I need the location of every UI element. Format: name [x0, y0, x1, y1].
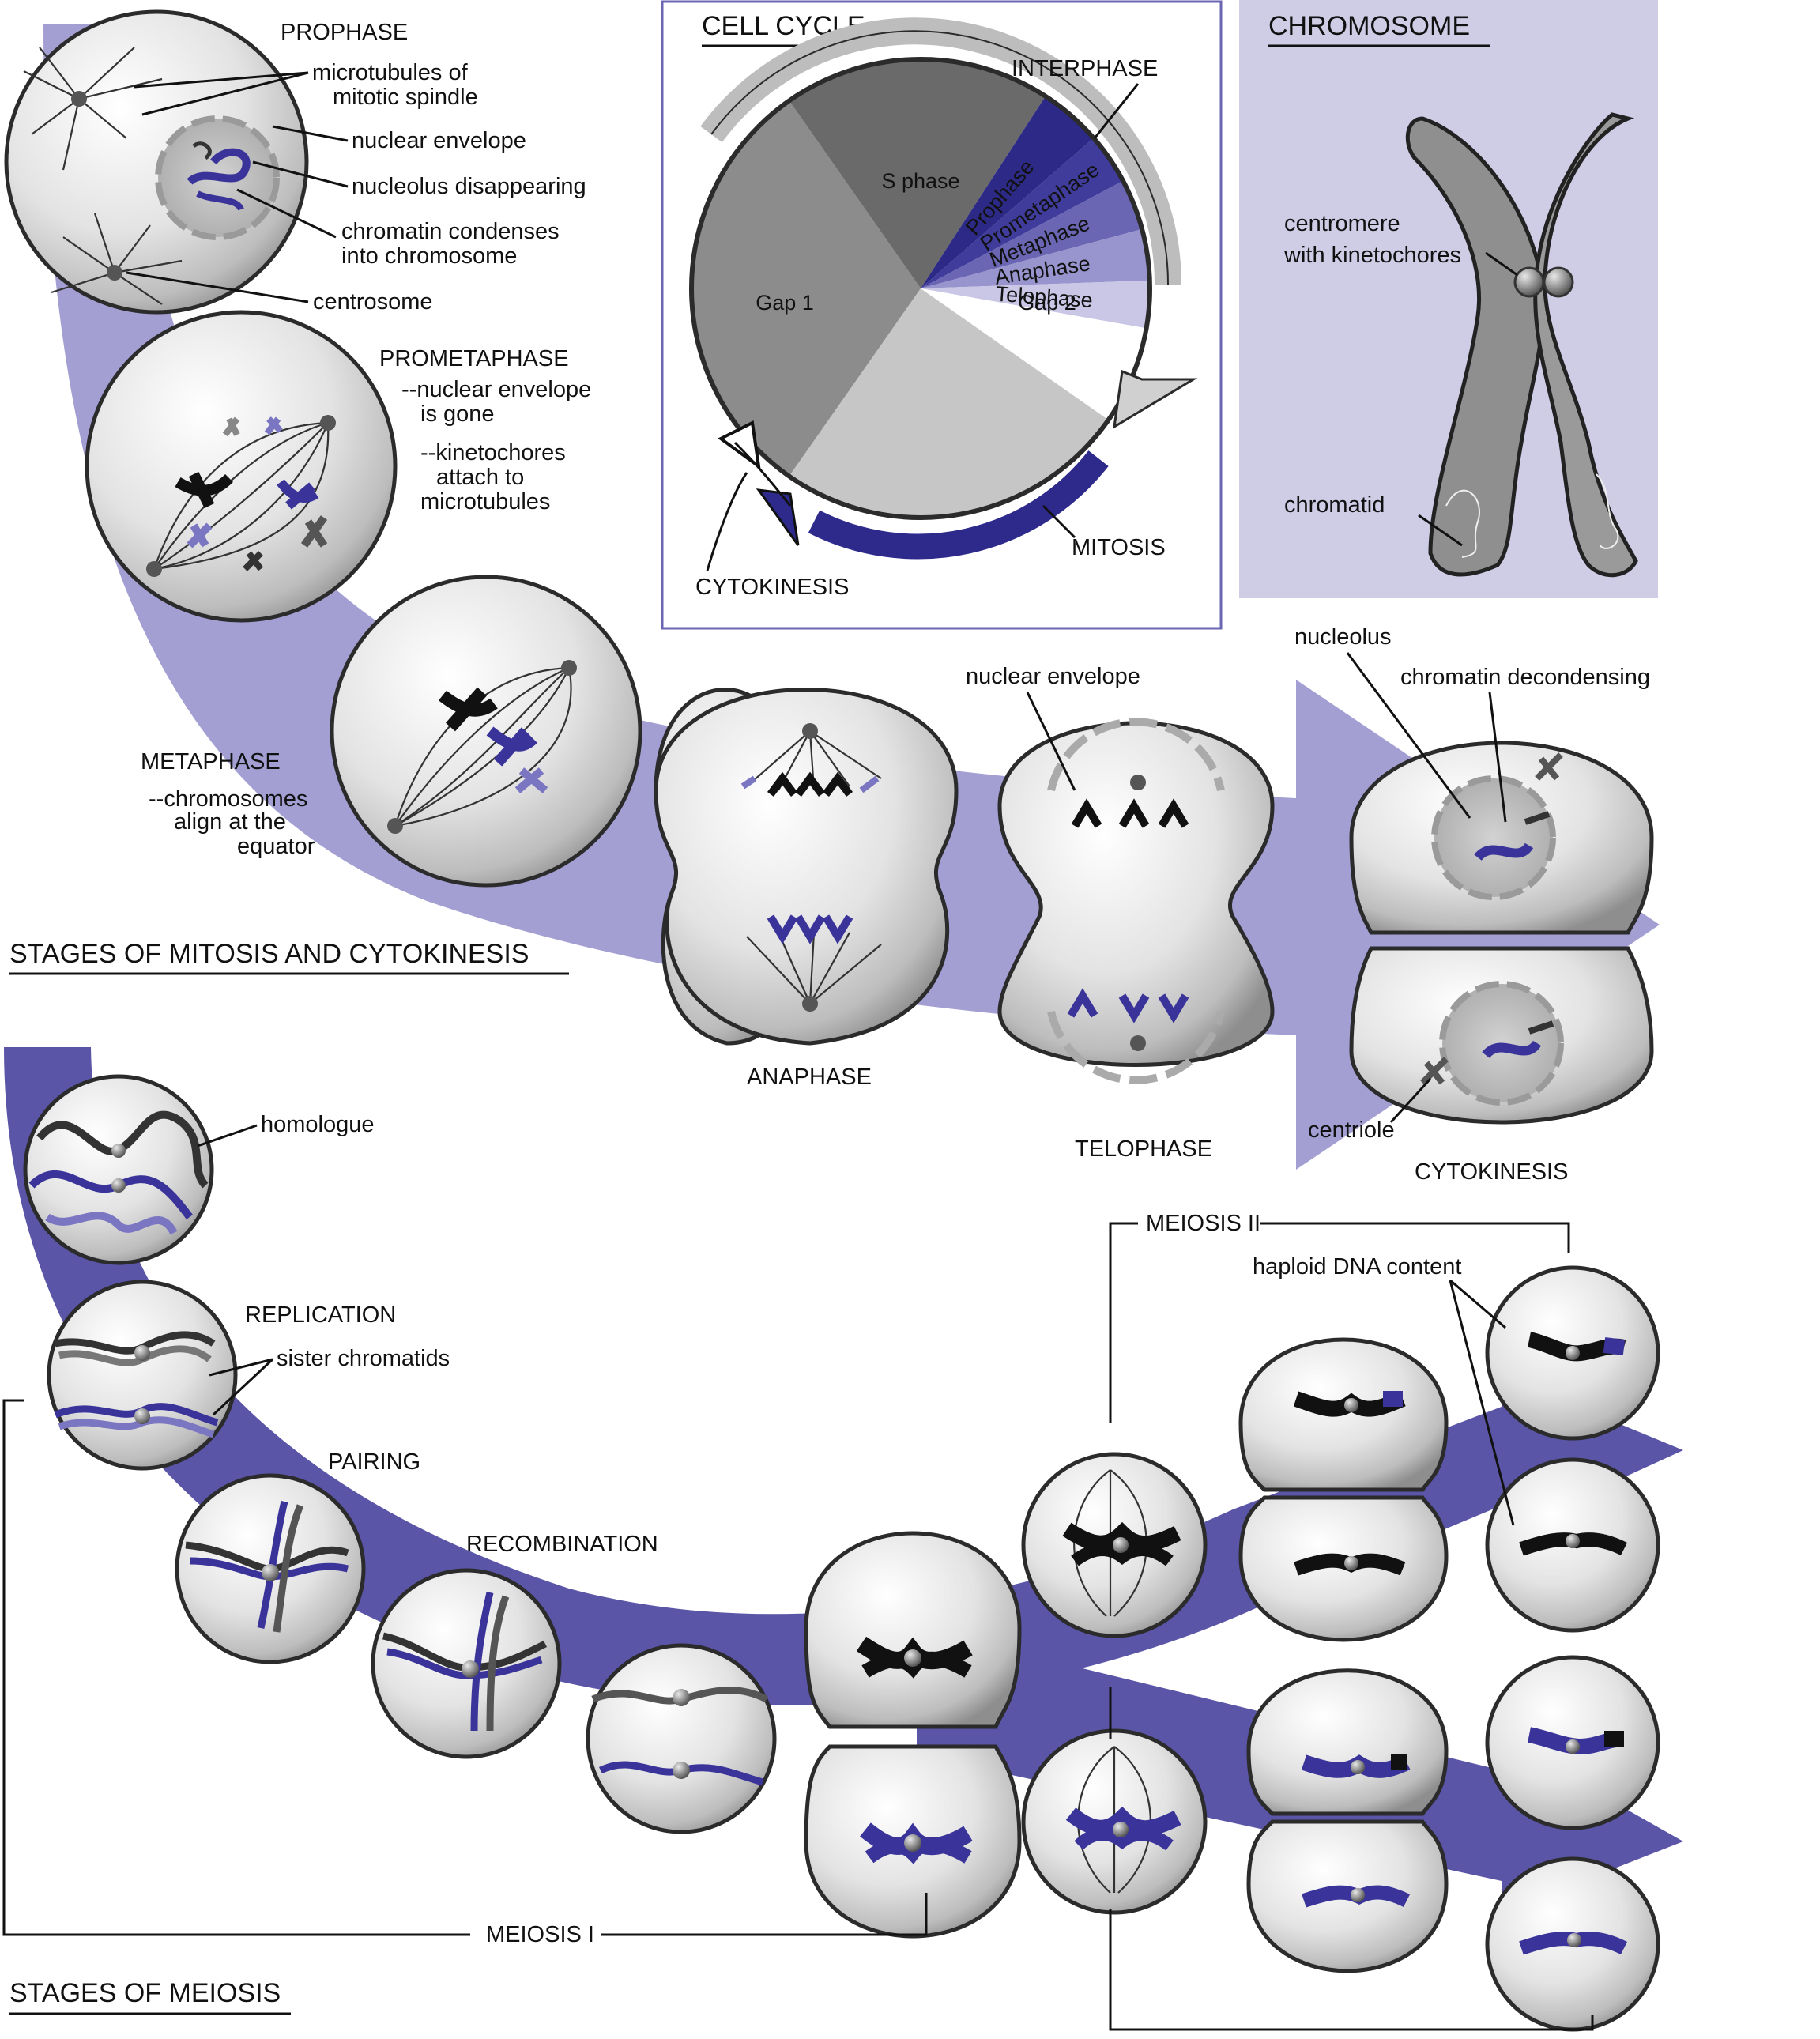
cytokinesis-cycle-label: CYTOKINESIS	[695, 575, 849, 600]
chromatin-condenses-label-2: into chromosome	[341, 243, 517, 269]
prometaphase-title: PROMETAPHASE	[379, 346, 569, 371]
metaphase-note-2: align at the	[174, 809, 286, 835]
prophase-centrosome-top	[71, 91, 87, 107]
metaphase-note-3: equator	[237, 834, 315, 859]
prometa-chromosome-black	[175, 471, 233, 509]
prophase-spindle	[23, 47, 183, 305]
chromosome-title: CHROMOSOME	[1268, 11, 1470, 41]
kinetochore-left	[1513, 266, 1545, 298]
microtubules-label-1: microtubules of	[312, 60, 469, 85]
centriole-label: centriole	[1308, 1117, 1395, 1143]
replication-label: REPLICATION	[245, 1302, 396, 1328]
kinetochore-right	[1543, 266, 1574, 298]
pie-label-s-phase: S phase	[881, 169, 959, 193]
chromosome-panel: CHROMOSOME centromere with kinetochores …	[1239, 0, 1658, 598]
prometaphase-note-3: --kinetochores	[420, 440, 566, 465]
mitosis-arc	[808, 450, 1109, 560]
pie-slice-4	[921, 180, 1143, 288]
meiosis-pairing-cell: PAIRING	[175, 1449, 420, 1664]
meiosis-ii-division-top	[1238, 1337, 1449, 1642]
telophase-title: TELOPHASE	[1075, 1136, 1212, 1162]
pairing-label: PAIRING	[328, 1449, 420, 1475]
centromere-label-2: with kinetochores	[1283, 243, 1461, 268]
meiosis-ii-spindle-cell-top	[1021, 1452, 1208, 1638]
prometaphase-note-1: --nuclear envelope	[401, 377, 591, 402]
meiosis-i-label: MEIOSIS I	[486, 1922, 594, 1947]
prometaphase-cell: PROMETAPHASE --nuclear envelope is gone …	[85, 310, 591, 623]
haploid-cell-3	[1485, 1655, 1660, 1830]
prometaphase-note-2: is gone	[420, 401, 495, 427]
homologue-label: homologue	[261, 1112, 375, 1137]
prophase-cell: PROPHASE microtubules of mitotic spindle…	[4, 9, 586, 315]
pie-slice-1	[789, 59, 1046, 288]
meiosis-separation-cell	[586, 1643, 777, 1834]
meiosis-recombination-cell: RECOMBINATION	[371, 1532, 658, 1759]
pie-slice-8	[789, 288, 1109, 518]
cell-cycle-rim	[689, 57, 1152, 520]
centrosome-label: centrosome	[313, 289, 433, 315]
chromatin-decondensing-label: chromatin decondensing	[1400, 665, 1650, 690]
meiosis-ii-spindle-cell-bottom	[1021, 1728, 1208, 1915]
anaphase-cell: ANAPHASE	[654, 688, 959, 1090]
pie-slice-5	[921, 228, 1150, 288]
sister-chromatids-label: sister chromatids	[277, 1346, 450, 1371]
recombination-label: RECOMBINATION	[466, 1532, 658, 1557]
haploid-cell-2	[1485, 1457, 1660, 1633]
cytokinesis-arrowhead	[718, 420, 761, 470]
interphase-arrowhead	[1113, 369, 1198, 429]
nucleolus-label: nucleolus	[1294, 624, 1392, 650]
pie-slice-7	[921, 288, 1147, 420]
mitosis-section-title: STAGES OF MITOSIS AND CYTOKINESIS	[9, 939, 529, 969]
mitosis-label: MITOSIS	[1072, 535, 1166, 560]
meiosis-section-title: STAGES OF MEIOSIS	[9, 1978, 281, 2008]
metaphase-note-1: --chromosomes	[149, 786, 307, 812]
haploid-cell-1	[1485, 1265, 1660, 1441]
meiosis-i-division-cell	[804, 1531, 1022, 1939]
microtubules-label-2: mitotic spindle	[333, 85, 478, 110]
nuclear-envelope-label: nuclear envelope	[352, 128, 526, 153]
haploid-cell-4	[1485, 1856, 1660, 2032]
interphase-label: INTERPHASE	[1012, 56, 1158, 81]
meiosis-homologue-cell: homologue	[23, 1074, 375, 1265]
prophase-centrosome-bottom	[107, 265, 122, 281]
pie-slice-3	[921, 138, 1124, 288]
chromatid-label: chromatid	[1284, 492, 1385, 518]
cytokinesis-cell: nucleolus chromatin decondensing centrio…	[1294, 624, 1654, 1185]
chromatin-condenses-label-1: chromatin condenses	[341, 219, 560, 244]
centromere-label-1: centromere	[1284, 211, 1400, 236]
centriole-bottom	[1420, 1057, 1449, 1085]
prometaphase-note-4: attach to	[436, 465, 524, 490]
pie-label-gap-1: Gap 1	[756, 291, 814, 315]
metaphase-title: METAPHASE	[141, 749, 281, 775]
prometaphase-note-5: microtubules	[420, 489, 550, 514]
pie-slice-2	[921, 96, 1094, 288]
prophase-title: PROPHASE	[281, 20, 408, 45]
centriole-top	[1535, 752, 1563, 781]
metaphase-cell: METAPHASE --chromosomes align at the equ…	[141, 575, 642, 888]
meiosis-ii-division-bottom	[1246, 1668, 1449, 1973]
meiosis-replication-cell: REPLICATION sister chromatids	[47, 1280, 450, 1471]
cytokinesis-title: CYTOKINESIS	[1415, 1159, 1568, 1185]
pie-slice-0	[691, 100, 921, 477]
haploid-dna-label: haploid DNA content	[1253, 1254, 1461, 1280]
pie-slice-6	[921, 280, 1150, 329]
meiosis-ii-label: MEIOSIS II	[1146, 1211, 1260, 1236]
pie-label-gap-2: Gap 2	[1018, 291, 1076, 315]
telophase-cell: nuclear envelope TELOPHASE	[966, 664, 1275, 1162]
anaphase-title: ANAPHASE	[747, 1065, 872, 1090]
telophase-envelope-label: nuclear envelope	[966, 664, 1140, 689]
nucleolus-disappearing-label: nucleolus disappearing	[352, 174, 586, 199]
mitosis-flow-arrow	[43, 24, 1660, 1170]
